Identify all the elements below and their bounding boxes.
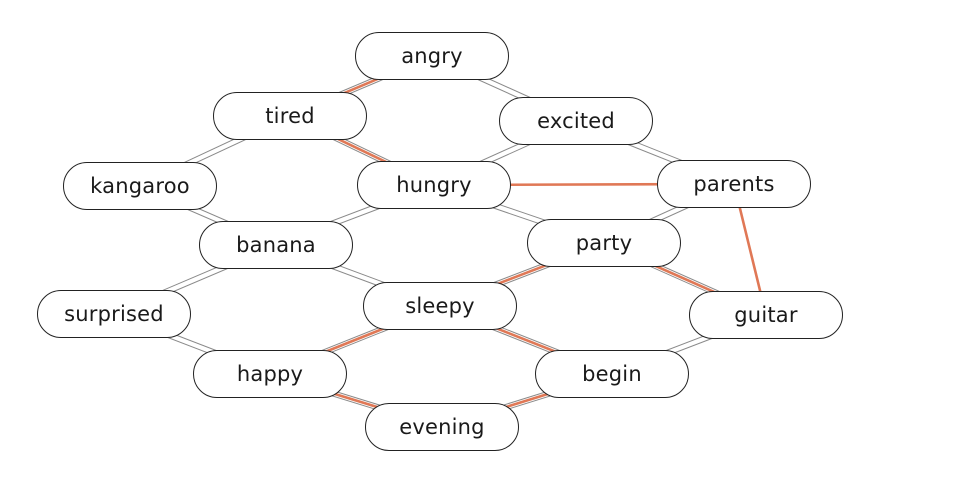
node-begin[interactable]: begin [535, 350, 689, 398]
node-party[interactable]: party [527, 219, 681, 267]
node-guitar[interactable]: guitar [689, 291, 843, 339]
node-parents[interactable]: parents [657, 160, 811, 208]
node-banana[interactable]: banana [199, 221, 353, 269]
node-sleepy[interactable]: sleepy [363, 282, 517, 330]
node-angry[interactable]: angry [355, 32, 509, 80]
node-hungry[interactable]: hungry [357, 161, 511, 209]
node-surprised[interactable]: surprised [37, 290, 191, 338]
node-tired[interactable]: tired [213, 92, 367, 140]
node-excited[interactable]: excited [499, 97, 653, 145]
node-happy[interactable]: happy [193, 350, 347, 398]
node-kangaroo[interactable]: kangaroo [63, 162, 217, 210]
node-evening[interactable]: evening [365, 403, 519, 451]
